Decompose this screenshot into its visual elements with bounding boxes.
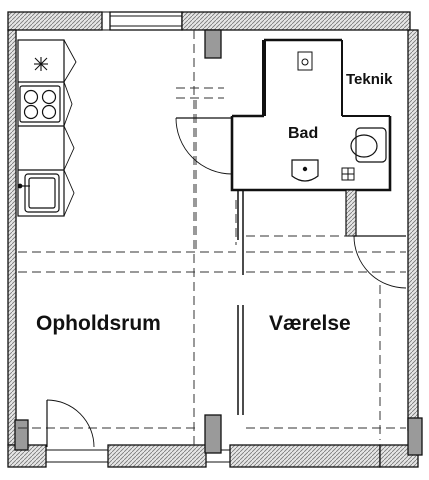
- kitchen-sink-icon: [17, 173, 60, 213]
- room-label-vaerelse: Værelse: [269, 312, 351, 335]
- outer-walls: [7, 11, 419, 468]
- refrigerator-icon: [34, 57, 48, 71]
- room-label-opholdsrum: Opholdsrum: [36, 312, 161, 335]
- cabinet-swings: [63, 39, 77, 217]
- kitchen-counter: [17, 39, 65, 217]
- entrance-door-swing: [46, 399, 95, 448]
- toilet-icon: [350, 127, 387, 163]
- room-label-bad: Bad: [288, 125, 319, 142]
- doors: [46, 117, 407, 448]
- living-door-swing: [175, 117, 233, 175]
- windows: [46, 11, 230, 463]
- stove-icon: [19, 85, 61, 123]
- bedroom-door-swing: [353, 235, 407, 289]
- washbasin-icon: [291, 159, 319, 182]
- columns: [14, 29, 423, 456]
- room-label-teknik: Teknik: [346, 71, 393, 88]
- shower-drain-icon: [341, 167, 355, 181]
- teknik-fixture-icon: [297, 51, 313, 71]
- interior-walls: [230, 38, 392, 415]
- dashed-outlines: [18, 30, 406, 445]
